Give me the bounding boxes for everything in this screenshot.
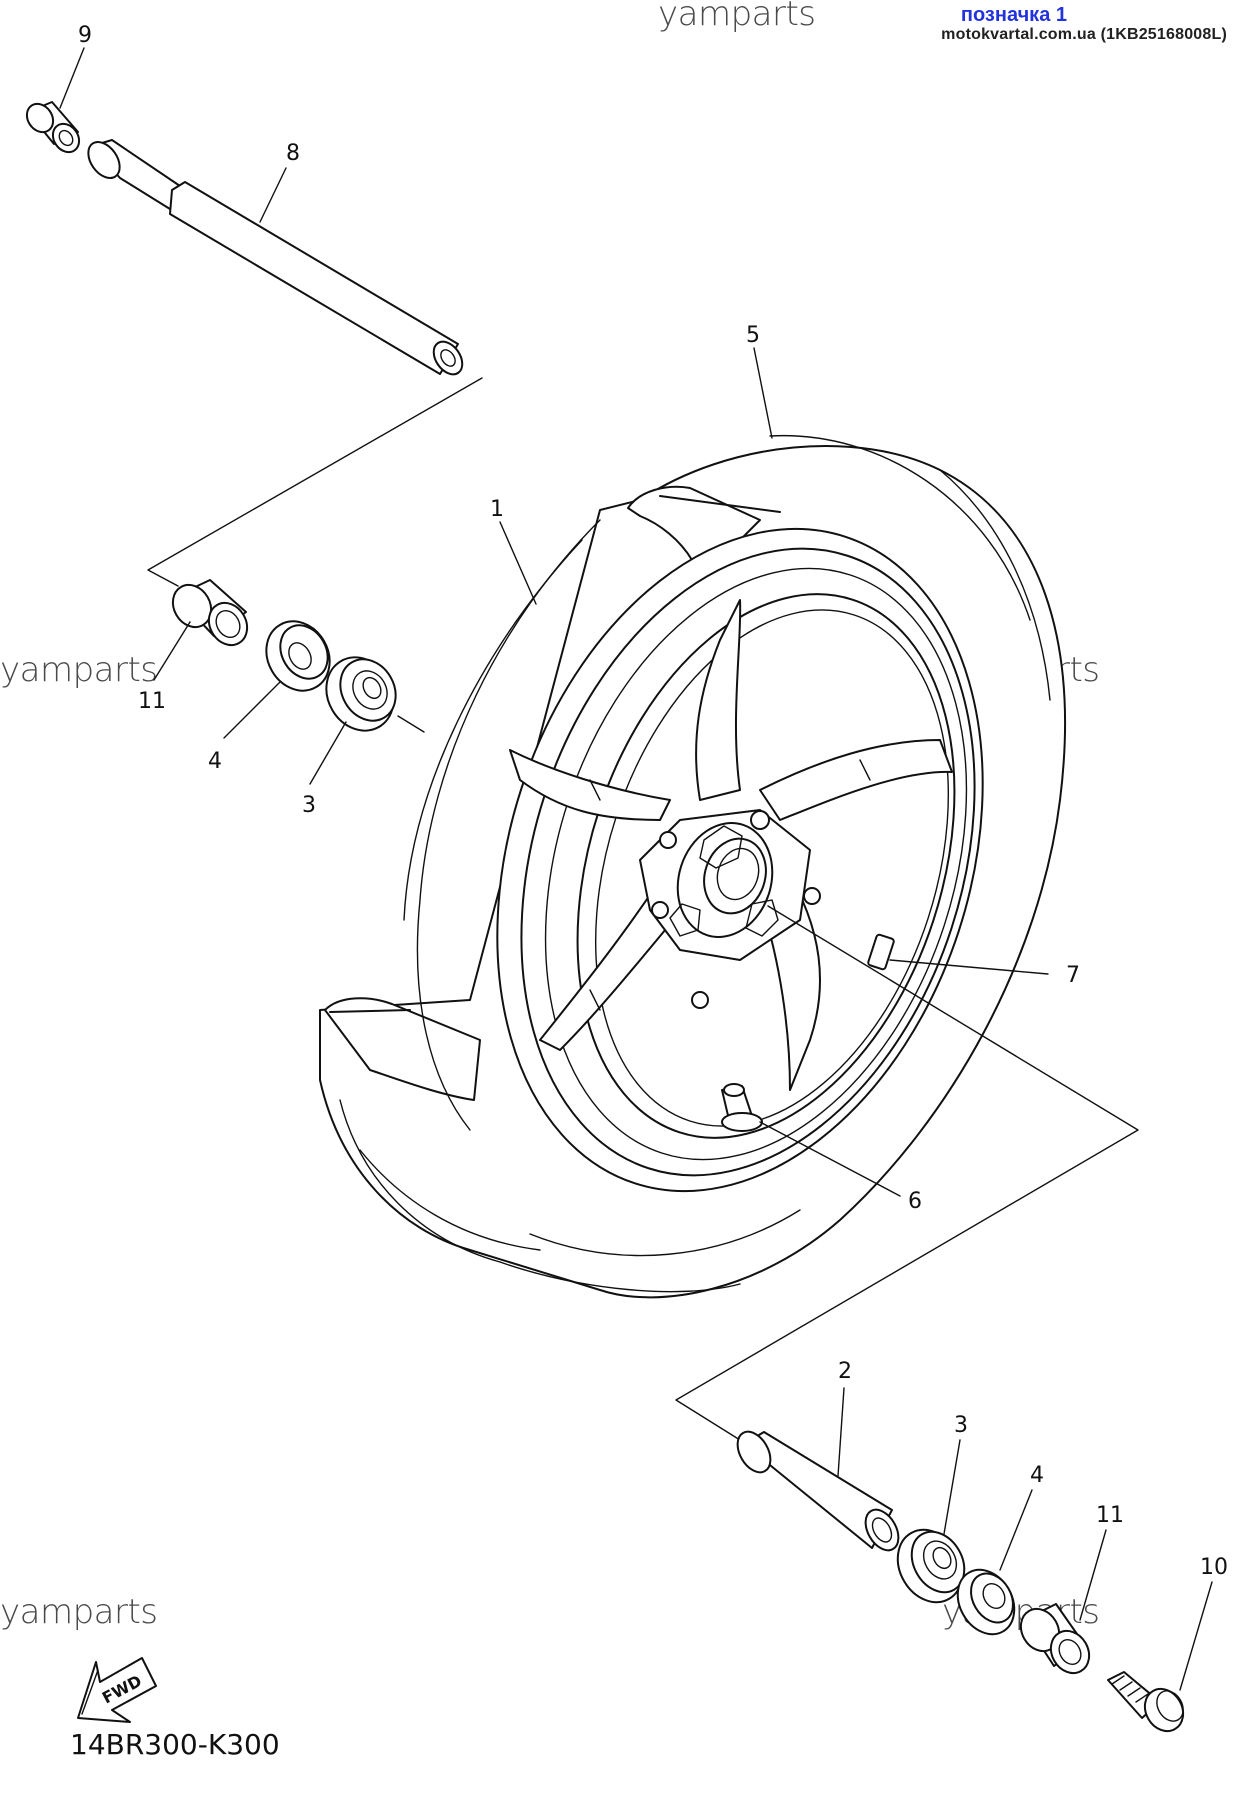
part-4-oil-seal[interactable] — [946, 1560, 1025, 1645]
callout-1: 1 — [490, 497, 504, 522]
part-1-cast-wheel[interactable] — [403, 466, 1064, 1255]
diagram-code: 14BR300-K300 — [70, 1728, 280, 1761]
part-7-balance-weight[interactable] — [867, 933, 895, 971]
fwd-arrow-icon: FWD — [77, 1657, 157, 1723]
part-11-spacer[interactable] — [165, 578, 254, 652]
part-11-spacer[interactable] — [1013, 1602, 1096, 1680]
part-6-air-valve[interactable] — [721, 1083, 763, 1132]
assembly-line — [675, 905, 1139, 1441]
callout-8: 8 — [286, 141, 300, 166]
source-label: motokvartal.com.ua (1KB25168008L) — [941, 26, 1227, 43]
part-4-oil-seal[interactable] — [254, 610, 342, 702]
callout-7: 7 — [1066, 963, 1080, 988]
callout-4: 4 — [208, 749, 222, 774]
callout-11: 11 — [138, 689, 166, 714]
part-3-bearing[interactable] — [313, 645, 406, 743]
watermark: yamparts — [0, 650, 158, 690]
callout-10: 10 — [1200, 1555, 1228, 1580]
callout-9: 9 — [78, 23, 92, 48]
marker-link[interactable]: позначка 1 — [960, 4, 1067, 26]
assembly-line — [147, 377, 483, 587]
watermark: yamparts — [0, 1592, 158, 1632]
callout-3: 3 — [954, 1413, 968, 1438]
part-8-axle[interactable] — [82, 136, 468, 379]
callout-11: 11 — [1096, 1503, 1124, 1528]
callout-4: 4 — [1030, 1463, 1044, 1488]
part-3-bearing[interactable] — [885, 1518, 975, 1614]
callout-5: 5 — [746, 323, 760, 348]
callout-2: 2 — [838, 1359, 852, 1384]
callout-6: 6 — [908, 1189, 922, 1214]
part-10-bolt[interactable] — [1107, 1671, 1191, 1738]
part-2-collar[interactable] — [731, 1426, 905, 1556]
watermark: yamparts — [658, 0, 816, 34]
callout-numbers: 9 8 5 1 11 4 3 7 6 2 3 4 11 10 — [78, 23, 1228, 1580]
part-9-collar[interactable] — [22, 99, 85, 157]
leader-lines — [59, 47, 1213, 1691]
assembly-line — [397, 715, 425, 733]
callout-3: 3 — [302, 793, 316, 818]
